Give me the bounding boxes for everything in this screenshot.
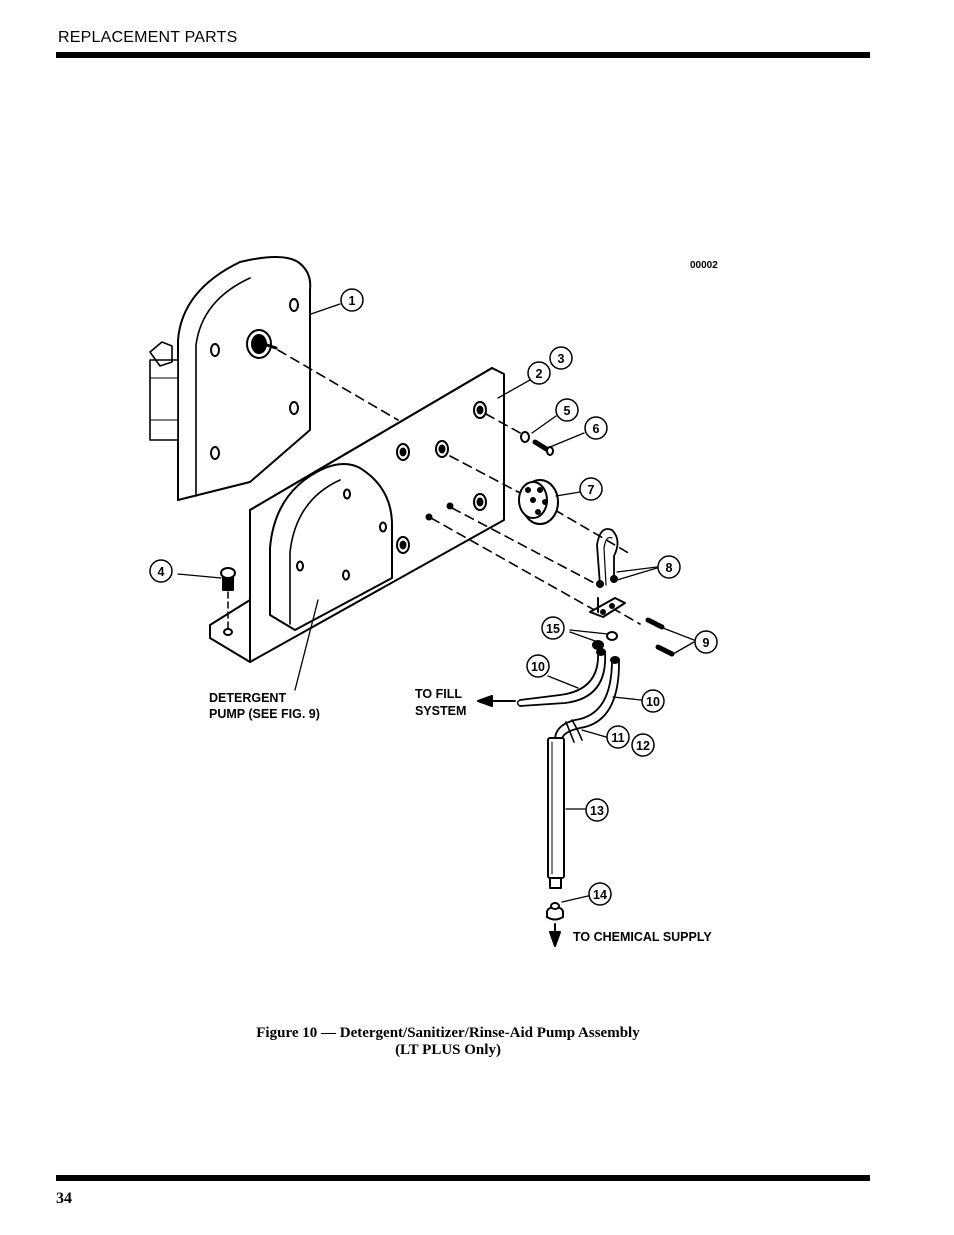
page-header-title: REPLACEMENT PARTS	[58, 29, 238, 46]
callout-10a: 10	[531, 660, 545, 674]
callout-15: 15	[546, 622, 560, 636]
chemical-supply-label: TO CHEMICAL SUPPLY	[573, 930, 712, 944]
callout-13: 13	[590, 804, 604, 818]
fittings-part-15	[592, 631, 618, 650]
clip-part-11	[565, 719, 583, 743]
screws-part-9	[645, 617, 675, 657]
callout-5: 5	[564, 404, 571, 418]
screw-part-4	[220, 567, 236, 636]
figure-caption-line1: Figure 10 — Detergent/Sanitizer/Rinse-Ai…	[256, 1025, 640, 1041]
pump-head-part-7	[518, 479, 559, 525]
footer-rule	[56, 1175, 870, 1181]
callout-circles	[149, 288, 718, 906]
header-rule	[56, 52, 870, 58]
fill-system-label-line2: SYSTEM	[415, 704, 466, 718]
detergent-pump-label-line1: DETERGENT	[209, 691, 286, 705]
callout-12: 12	[636, 739, 650, 753]
page-number: 34	[56, 1190, 72, 1207]
nut-part-5	[520, 431, 530, 443]
tube-loop-part-8	[589, 528, 626, 618]
fill-system-label-line1: TO FILL	[415, 687, 462, 701]
callout-10b: 10	[646, 695, 660, 709]
callout-6: 6	[593, 422, 600, 436]
rear-pump-housing	[149, 256, 312, 501]
callout-9: 9	[703, 636, 710, 650]
leader-lines	[177, 303, 695, 903]
drawing-number: 00002	[690, 260, 718, 271]
strainer-tube-part-13	[547, 737, 565, 889]
callout-7: 7	[588, 483, 595, 497]
callout-2: 2	[536, 367, 543, 381]
assembly-lines	[277, 349, 641, 625]
tubing-part-10	[516, 648, 620, 741]
callout-11: 11	[611, 731, 624, 745]
figure-caption-line2: (LT PLUS Only)	[395, 1042, 501, 1058]
callout-8: 8	[666, 561, 673, 575]
callout-14: 14	[593, 888, 607, 902]
spring-part-6	[532, 439, 554, 456]
arrow-to-chemical-supply	[549, 923, 561, 947]
callout-4: 4	[158, 565, 165, 579]
figure-caption: Figure 10 — Detergent/Sanitizer/Rinse-Ai…	[0, 1025, 896, 1059]
callout-1: 1	[349, 294, 356, 308]
detergent-pump-housing	[269, 463, 393, 631]
weight-part-14	[546, 902, 564, 921]
detergent-pump-label-line2: PUMP (SEE FIG. 9)	[209, 707, 320, 721]
arrow-to-fill-system	[477, 695, 516, 707]
callout-3: 3	[558, 352, 565, 366]
